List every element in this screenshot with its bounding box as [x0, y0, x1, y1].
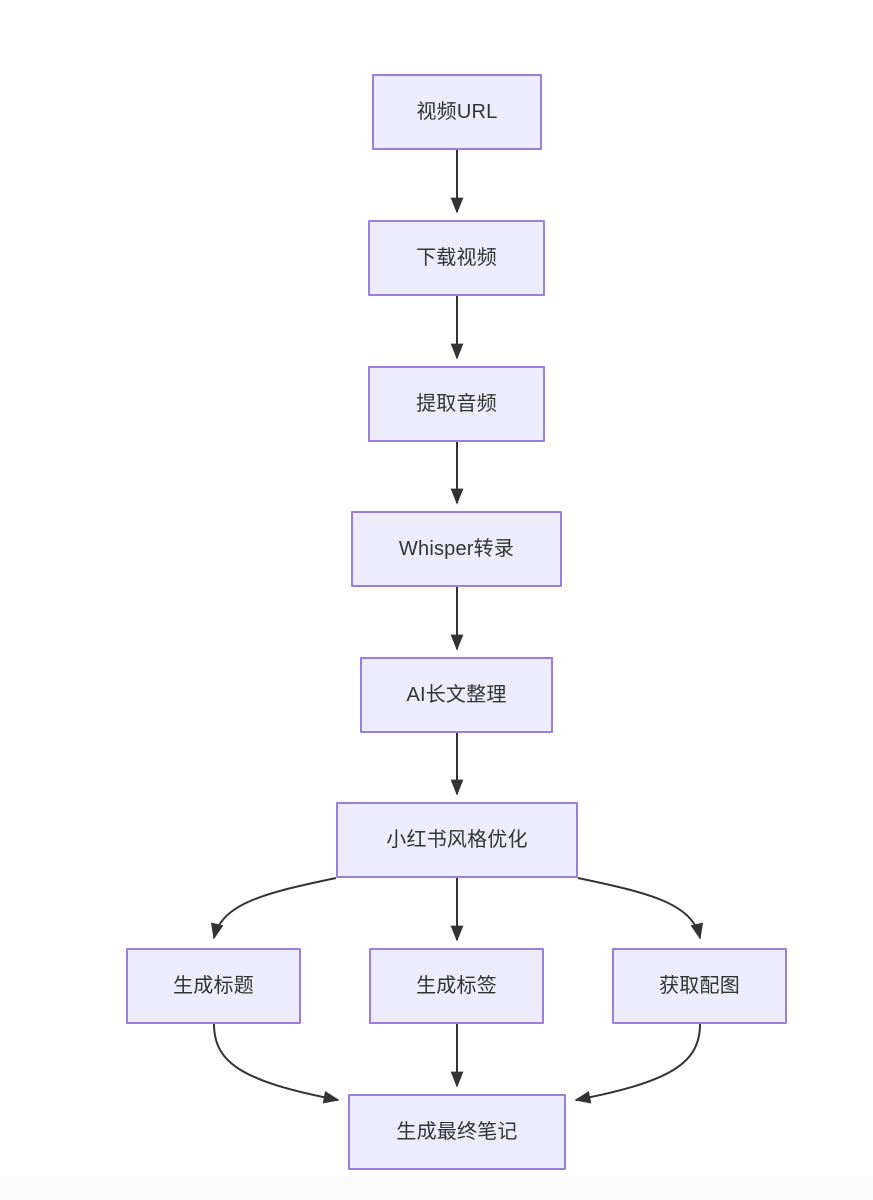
node-label: AI长文整理 [406, 684, 507, 706]
node-label: 小红书风格优化 [386, 829, 528, 851]
node-label: 提取音频 [416, 393, 497, 415]
edge-style-to-fetch-image [577, 877, 704, 940]
bottom-band [0, 1176, 873, 1200]
node-ai-long-article[interactable]: AI长文整理 [360, 657, 553, 733]
node-label: 生成最终笔记 [396, 1121, 518, 1143]
edge-style-to-generate-title [210, 877, 337, 940]
node-label: 视频URL [416, 101, 498, 123]
edge-generate-title-to-final-note [213, 1023, 340, 1104]
node-video-url[interactable]: 视频URL [372, 74, 542, 150]
node-label: 生成标签 [416, 975, 497, 997]
node-xiaohongshu-style-optimize[interactable]: 小红书风格优化 [336, 802, 578, 878]
node-download-video[interactable]: 下载视频 [368, 220, 545, 296]
node-generate-final-note[interactable]: 生成最终笔记 [348, 1094, 566, 1170]
edge-fetch-image-to-final-note [574, 1023, 701, 1104]
node-extract-audio[interactable]: 提取音频 [368, 366, 545, 442]
node-label: 获取配图 [659, 975, 740, 997]
node-whisper-transcribe[interactable]: Whisper转录 [351, 511, 562, 587]
node-generate-tags[interactable]: 生成标签 [369, 948, 544, 1024]
node-label: Whisper转录 [398, 538, 515, 560]
node-generate-title[interactable]: 生成标题 [126, 948, 301, 1024]
node-label: 生成标题 [173, 975, 254, 997]
node-label: 下载视频 [416, 247, 497, 269]
node-fetch-image[interactable]: 获取配图 [612, 948, 787, 1024]
